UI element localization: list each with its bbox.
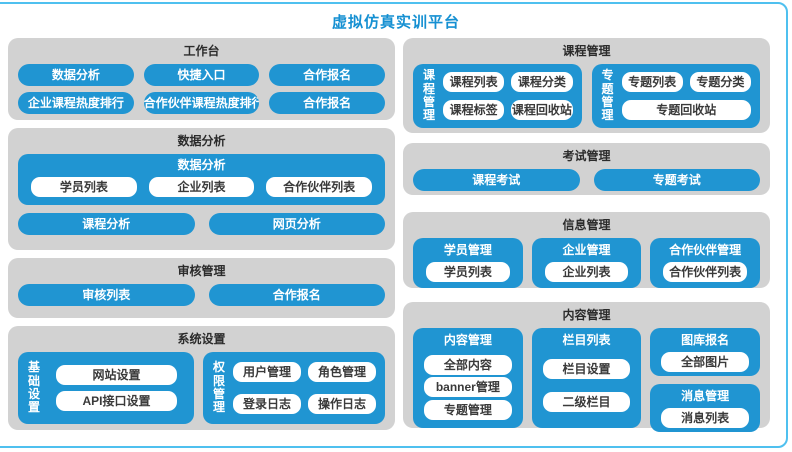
group-topic-mgmt: 专题管理 专题列表 专题分类 专题回收站 (591, 64, 760, 128)
submenu-button-column-settings[interactable]: 栏目设置 (542, 359, 631, 379)
panel-course-mgmt-title: 课程管理 (562, 44, 611, 58)
group-partner-mgmt: 合作伙伴管理 合作伙伴列表 (650, 238, 761, 288)
menu-button-quick-entry[interactable]: 快捷入口 (143, 64, 260, 86)
menu-button-partner-course-rank[interactable]: 合作伙伴课程热度排行 (143, 92, 260, 114)
group-partner-mgmt-title: 合作伙伴管理 (669, 243, 742, 257)
submenu-button-operation-log[interactable]: 操作日志 (308, 393, 376, 414)
submenu-button-secondary-column[interactable]: 二级栏目 (542, 392, 631, 412)
group-data-analysis: 数据分析 学员列表 企业列表 合作伙伴列表 (18, 154, 385, 205)
group-gallery-title: 图库报名 (681, 333, 730, 347)
panel-course-mgmt: 课程管理 课程管理 课程列表 课程分类 课程标签 课程回收站 专题管理 (403, 38, 770, 133)
submenu-button-role-mgmt[interactable]: 角色管理 (308, 362, 376, 383)
group-enterprise-mgmt-title: 企业管理 (562, 243, 611, 257)
menu-button-coop-signup-2[interactable]: 合作报名 (269, 92, 386, 114)
right-column: 课程管理 课程管理 课程列表 课程分类 课程标签 课程回收站 专题管理 (403, 38, 770, 432)
group-topic-mgmt-label: 专题管理 (601, 68, 614, 123)
group-course-mgmt: 课程管理 课程列表 课程分类 课程标签 课程回收站 (413, 64, 582, 128)
group-course-mgmt-label: 课程管理 (422, 68, 435, 123)
left-column: 工作台 数据分析 快捷入口 合作报名 企业课程热度排行 合作伙伴课程热度排行 合… (8, 38, 395, 430)
panel-info-mgmt-title: 信息管理 (562, 218, 611, 232)
panel-exam-mgmt-title: 考试管理 (562, 149, 611, 163)
topic-items: 专题列表 专题分类 专题回收站 (621, 70, 751, 122)
group-message: 消息管理 消息列表 (650, 384, 761, 432)
submenu-button-enterprise-list-info[interactable]: 企业列表 (544, 262, 629, 282)
submenu-button-all-content[interactable]: 全部内容 (424, 354, 512, 375)
group-column-list: 栏目列表 栏目设置 二级栏目 (531, 328, 642, 428)
panel-content-mgmt-title: 内容管理 (562, 308, 611, 322)
submenu-button-course-category[interactable]: 课程分类 (511, 71, 573, 92)
submenu-button-topic-list[interactable]: 专题列表 (621, 71, 683, 92)
group-column-list-title: 栏目列表 (562, 333, 611, 347)
submenu-button-course-tags[interactable]: 课程标签 (443, 100, 505, 121)
panel-data-analysis-title: 数据分析 (177, 134, 226, 148)
panel-workbench: 工作台 数据分析 快捷入口 合作报名 企业课程热度排行 合作伙伴课程热度排行 合… (8, 38, 395, 120)
panel-system-settings-title: 系统设置 (177, 332, 226, 346)
menu-button-topic-exam[interactable]: 专题考试 (593, 169, 760, 191)
submenu-button-message-list[interactable]: 消息列表 (661, 408, 750, 428)
page-title: 虚拟仿真实训平台 (331, 14, 460, 31)
group-permission-mgmt: 权限管理 用户管理 角色管理 登录日志 操作日志 (203, 352, 385, 424)
data-analysis-buttons: 课程分析 网页分析 (18, 213, 385, 235)
submenu-button-partner-list[interactable]: 合作伙伴列表 (266, 177, 373, 197)
group-message-title: 消息管理 (681, 389, 730, 403)
course-mgmt-body: 课程管理 课程列表 课程分类 课程标签 课程回收站 专题管理 专题列表 专题分类 (413, 64, 760, 128)
group-permission-mgmt-label: 权限管理 (212, 360, 225, 415)
submenu-button-topic-recycle[interactable]: 专题回收站 (621, 100, 751, 121)
content-items: 全部内容 banner管理 专题管理 (413, 352, 523, 422)
group-content-title: 内容管理 (443, 333, 492, 347)
group-student-mgmt: 学员管理 学员列表 (413, 238, 523, 288)
permission-items: 用户管理 角色管理 登录日志 操作日志 (233, 358, 376, 418)
group-basic-settings-label: 基础设置 (27, 360, 40, 415)
submenu-button-login-log[interactable]: 登录日志 (233, 393, 301, 414)
columns-wrapper: 工作台 数据分析 快捷入口 合作报名 企业课程热度排行 合作伙伴课程热度排行 合… (8, 38, 770, 432)
panel-audit: 审核管理 审核列表 合作报名 (8, 258, 395, 318)
submenu-button-site-settings[interactable]: 网站设置 (56, 364, 177, 385)
group-gallery: 图库报名 全部图片 (650, 328, 761, 376)
workbench-row-2: 企业课程热度排行 合作伙伴课程热度排行 合作报名 (18, 92, 386, 114)
panel-exam-mgmt: 考试管理 课程考试 专题考试 (403, 143, 770, 195)
group-basic-settings: 基础设置 网站设置 API接口设置 (18, 352, 194, 424)
submenu-button-course-recycle[interactable]: 课程回收站 (511, 100, 573, 121)
submenu-button-enterprise-list[interactable]: 企业列表 (148, 177, 255, 197)
workbench-row-1: 数据分析 快捷入口 合作报名 (18, 64, 386, 86)
panel-system-settings: 系统设置 基础设置 网站设置 API接口设置 权限管理 用户管理 角色管理 (8, 326, 395, 430)
content-mgmt-right-stack: 图库报名 全部图片 消息管理 消息列表 (650, 328, 761, 432)
menu-button-data-analysis[interactable]: 数据分析 (18, 64, 134, 86)
menu-button-audit-list[interactable]: 审核列表 (18, 284, 195, 306)
panel-audit-title: 审核管理 (177, 264, 226, 278)
group-content: 内容管理 全部内容 banner管理 专题管理 (413, 328, 523, 428)
panel-info-mgmt: 信息管理 学员管理 学员列表 企业管理 企业列表 合作伙伴管理 合作伙伴列表 (403, 212, 770, 288)
menu-button-coop-signup-audit[interactable]: 合作报名 (208, 284, 385, 306)
submenu-button-student-list-info[interactable]: 学员列表 (426, 262, 510, 282)
column-items: 栏目设置 二级栏目 (532, 359, 642, 412)
submenu-button-student-list[interactable]: 学员列表 (31, 177, 137, 197)
menu-button-course-exam[interactable]: 课程考试 (413, 169, 580, 191)
submenu-button-course-list[interactable]: 课程列表 (443, 71, 505, 92)
submenu-button-api-settings[interactable]: API接口设置 (56, 391, 177, 412)
submenu-button-topic-category[interactable]: 专题分类 (689, 71, 751, 92)
menu-button-coop-signup-1[interactable]: 合作报名 (269, 64, 386, 86)
group-enterprise-mgmt: 企业管理 企业列表 (531, 238, 642, 288)
group-student-mgmt-title: 学员管理 (443, 243, 492, 257)
panel-data-analysis: 数据分析 数据分析 学员列表 企业列表 合作伙伴列表 课程分析 网页分析 (8, 128, 395, 250)
panel-content-mgmt: 内容管理 内容管理 全部内容 banner管理 专题管理 栏目列表 栏目设置 (403, 302, 770, 432)
course-items: 课程列表 课程分类 课程标签 课程回收站 (443, 70, 573, 122)
system-settings-body: 基础设置 网站设置 API接口设置 权限管理 用户管理 角色管理 登录日志 操作… (18, 352, 385, 424)
menu-button-enterprise-course-rank[interactable]: 企业课程热度排行 (18, 92, 134, 114)
group-data-analysis-title: 数据分析 (177, 158, 226, 172)
submenu-button-all-images[interactable]: 全部图片 (661, 352, 750, 372)
basic-settings-items: 网站设置 API接口设置 (48, 358, 185, 418)
group-data-analysis-items: 学员列表 企业列表 合作伙伴列表 (31, 177, 373, 197)
menu-button-course-analysis[interactable]: 课程分析 (18, 213, 195, 235)
submenu-button-topic-mgmt-content[interactable]: 专题管理 (424, 399, 512, 420)
info-mgmt-body: 学员管理 学员列表 企业管理 企业列表 合作伙伴管理 合作伙伴列表 (413, 238, 761, 288)
content-mgmt-body: 内容管理 全部内容 banner管理 专题管理 栏目列表 栏目设置 二级栏目 (413, 328, 761, 432)
audit-buttons: 审核列表 合作报名 (18, 284, 385, 306)
menu-button-web-analysis[interactable]: 网页分析 (208, 213, 385, 235)
exam-buttons: 课程考试 专题考试 (413, 169, 760, 191)
submenu-button-partner-list-info[interactable]: 合作伙伴列表 (663, 262, 748, 282)
panel-workbench-title: 工作台 (183, 44, 220, 58)
submenu-button-banner-mgmt[interactable]: banner管理 (424, 377, 512, 397)
submenu-button-user-mgmt[interactable]: 用户管理 (233, 362, 301, 383)
